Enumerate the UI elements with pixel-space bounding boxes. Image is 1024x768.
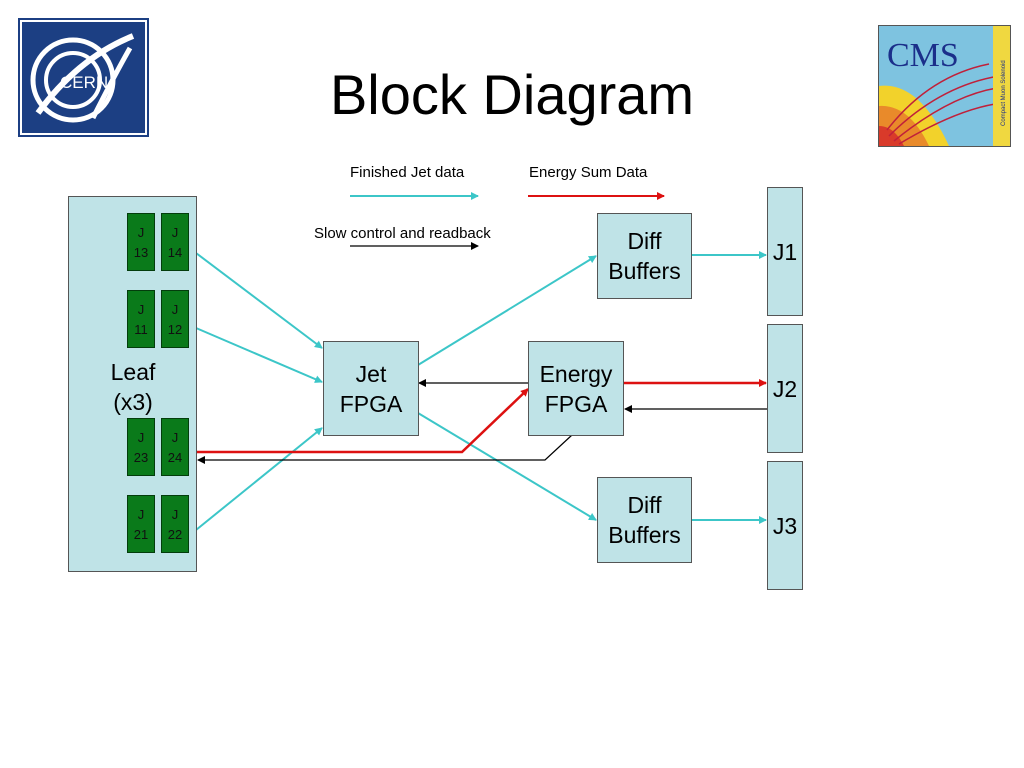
output-j3: J3 [767,461,803,590]
page-title: Block Diagram [329,63,695,126]
legend-finished-jet: Finished Jet data [350,164,465,181]
wire-j22-jet [195,427,323,531]
wire-j12-jet [195,327,323,383]
output-j2-label: J2 [772,375,798,402]
leaf-label-line1: Leaf [110,359,156,385]
wire-jet-diff-top [417,255,597,366]
cern-logo-text: CERN [60,73,108,92]
wire-j24-energy [196,388,529,454]
legend-energy-sum: Energy Sum Data [529,164,648,181]
cern-logo-icon: CERN [20,20,147,135]
wire-energy-leaf [197,434,573,464]
output-j3-label: J3 [772,512,798,539]
energy-fpga-line2: FPGA [544,390,608,417]
jet-fpga-line1: Jet [355,360,387,387]
cern-logo: CERN [18,18,149,137]
cms-logo-icon: CMS Compact Muon Solenoid [879,26,1010,146]
legend-slow-control: Slow control and readback [314,225,491,242]
jet-fpga-line2: FPGA [339,390,403,417]
wire-jet-diff-bottom [417,412,597,521]
cms-logo-text: CMS [887,37,959,74]
energy-fpga-line1: Energy [539,360,613,387]
leaf-label: Leaf (x3) [107,357,159,417]
output-j1-label: J1 [772,238,798,265]
cms-logo: CMS Compact Muon Solenoid [878,25,1011,147]
wire-j14-jet [195,252,323,349]
output-j1: J1 [767,187,803,316]
leaf-label-line2: (x3) [113,389,153,415]
output-j2: J2 [767,324,803,453]
cms-logo-subtext: Compact Muon Solenoid [1001,60,1007,126]
